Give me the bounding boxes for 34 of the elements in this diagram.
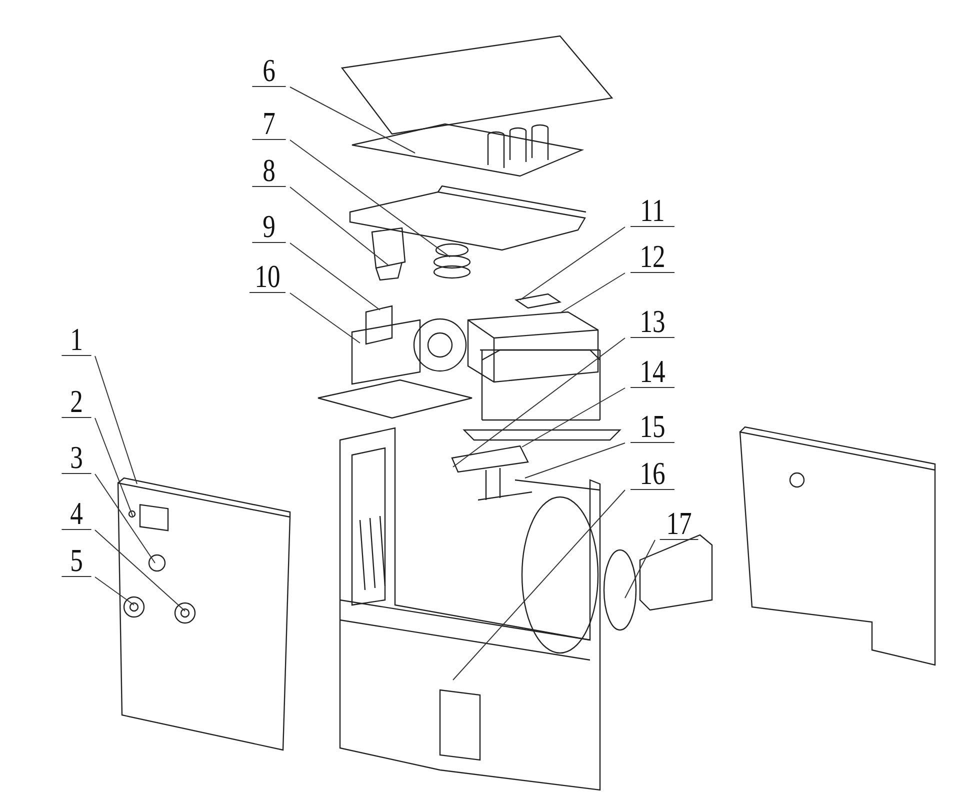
leader-line: [452, 338, 626, 468]
leader-line: [94, 356, 138, 484]
leader-line: [520, 226, 626, 300]
callout-number: 17: [660, 507, 698, 540]
callout-number: 13: [630, 305, 674, 338]
leader-line: [94, 474, 156, 564]
leader-line: [290, 292, 360, 344]
leader-line: [94, 530, 186, 612]
callout-number: 12: [630, 240, 674, 273]
callout-number: 16: [630, 457, 674, 490]
callout-number: 8: [252, 154, 286, 187]
callout-number: 15: [630, 410, 674, 443]
leader-line: [94, 576, 134, 606]
leader-line: [560, 272, 626, 314]
leader-line: [290, 186, 388, 266]
callout-number: 7: [252, 107, 286, 140]
leader-line: [290, 242, 380, 310]
leader-line: [290, 86, 416, 154]
callout-number: 5: [62, 544, 92, 577]
callout-number: 14: [630, 355, 674, 388]
callout-number: 11: [630, 194, 674, 227]
callout-number: 6: [252, 54, 286, 87]
leader-line: [94, 418, 134, 518]
leader-line: [452, 490, 626, 680]
leader-line: [522, 388, 626, 448]
callout-number: 1: [62, 323, 92, 356]
callout-number: 3: [62, 441, 92, 474]
callout-number: 10: [250, 260, 286, 293]
leader-line: [624, 540, 656, 598]
callout-number: 2: [62, 385, 92, 418]
callout-number: 4: [62, 497, 92, 530]
leader-line: [524, 442, 626, 478]
callout-number: 9: [252, 210, 286, 243]
leader-line: [290, 140, 450, 258]
